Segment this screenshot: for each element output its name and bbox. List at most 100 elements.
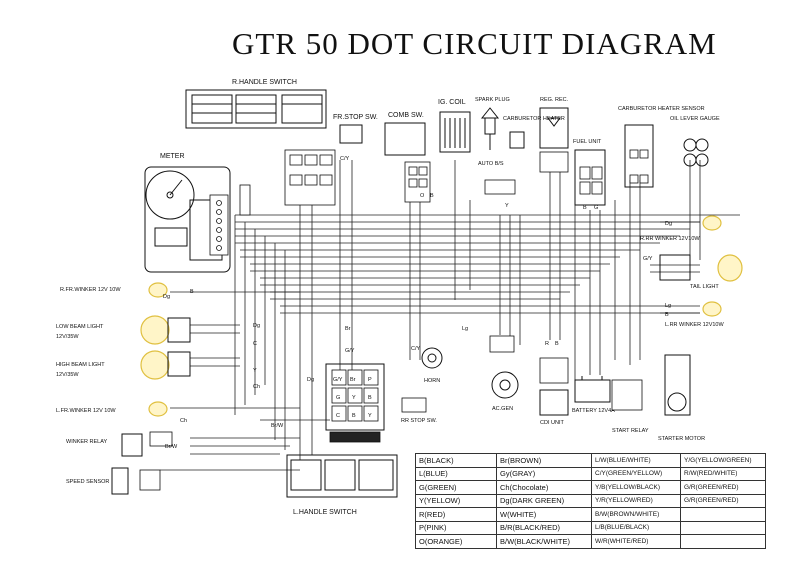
legend-row: O(ORANGE)B/W(BLACK/WHITE)W/R(WHITE/RED)	[415, 534, 766, 549]
fuel-unit-label: FUEL UNIT	[573, 139, 602, 145]
fr-stop-switch: FR.STOP SW. C/Y	[333, 114, 378, 162]
start-relay: START RELAY	[611, 379, 649, 434]
svg-text:RR STOP SW.: RR STOP SW.	[401, 418, 437, 424]
legend-row: B(BLACK)Br(BROWN)L/W(BLUE/WHITE)Y/G(YELL…	[415, 453, 766, 468]
svg-text:B: B	[352, 413, 356, 419]
low-beam-light: LOW BEAM LIGHT 12V/35W	[56, 315, 191, 345]
auto-bys: AUTO B/S	[478, 161, 516, 195]
legend-cell: Dg(DARK GREEN)	[496, 493, 592, 508]
svg-text:Lg: Lg	[462, 326, 468, 332]
svg-text:Lg: Lg	[665, 303, 671, 309]
svg-text:WINKER RELAY: WINKER RELAY	[66, 439, 107, 445]
legend-cell: L/B(BLUE/BLACK)	[591, 520, 681, 535]
legend-cell: L(BLUE)	[415, 466, 497, 481]
spark-plug-label: SPARK PLUG	[475, 97, 510, 103]
legend-cell: G/R(GREEN/RED)	[680, 480, 766, 495]
legend-cell: C/Y(GREEN/YELLOW)	[591, 466, 681, 481]
legend-cell: B/W(BLACK/WHITE)	[496, 534, 592, 549]
svg-text:G: G	[594, 205, 598, 211]
svg-text:AC.GEN: AC.GEN	[492, 406, 513, 412]
cdi-unit: CDI UNIT	[539, 357, 569, 426]
legend-row: P(PINK)B/R(BLACK/RED)L/B(BLUE/BLACK)	[415, 520, 766, 535]
meter: METER	[144, 153, 231, 273]
svg-text:Y: Y	[253, 368, 257, 374]
svg-text:B: B	[430, 193, 434, 199]
svg-text:Br: Br	[345, 326, 351, 332]
svg-text:R.FR.WINKER 12V 10W: R.FR.WINKER 12V 10W	[60, 287, 121, 293]
legend-cell: Gy(GRAY)	[496, 466, 592, 481]
rfr-winker: R.FR.WINKER 12V 10W	[60, 282, 168, 298]
battery: BATTERY 12V4A	[572, 376, 615, 414]
svg-text:G/Y: G/Y	[345, 348, 355, 354]
r-handle-switch-label: R.HANDLE SWITCH	[232, 79, 297, 86]
legend-row: R(RED)W(WHITE)B/W(BROWN/WHITE)	[415, 507, 766, 522]
wiring-harness	[160, 160, 740, 471]
legend-row: Y(YELLOW)Dg(DARK GREEN)Y/R(YELLOW/RED)G/…	[415, 493, 766, 508]
svg-text:B: B	[555, 341, 559, 347]
svg-text:Br/W: Br/W	[165, 444, 178, 450]
tail-light: TAIL LIGHT	[659, 254, 743, 290]
legend-cell: O(ORANGE)	[415, 534, 497, 549]
svg-text:Dg: Dg	[665, 221, 672, 227]
svg-text:Ch: Ch	[253, 384, 260, 390]
svg-text:Br/W: Br/W	[271, 423, 284, 429]
svg-text:HIGH BEAM LIGHT: HIGH BEAM LIGHT	[56, 362, 105, 368]
svg-text:G: G	[336, 395, 340, 401]
legend-cell: L/W(BLUE/WHITE)	[591, 453, 681, 468]
svg-text:AUTO B/S: AUTO B/S	[478, 161, 504, 167]
legend-cell: B(BLACK)	[415, 453, 497, 468]
svg-text:C: C	[336, 413, 340, 419]
winker-relay: WINKER RELAY	[66, 431, 173, 457]
legend-cell: Br(BROWN)	[496, 453, 592, 468]
svg-text:R.RR WINKER 12V10W: R.RR WINKER 12V10W	[640, 236, 700, 242]
svg-text:P: P	[368, 377, 372, 383]
diagram-title: GTR 50 DOT CIRCUIT DIAGRAM	[232, 26, 717, 61]
svg-text:B: B	[368, 395, 372, 401]
svg-text:HORN: HORN	[424, 378, 440, 384]
fr-stop-sw-label: FR.STOP SW.	[333, 114, 378, 121]
svg-text:Dg: Dg	[253, 323, 260, 329]
lrr-winker: L.RR WINKER 12V10W	[665, 301, 724, 328]
svg-text:Ch: Ch	[180, 418, 187, 424]
ig-coil: IG. COIL	[438, 99, 471, 153]
svg-text:12V/35W: 12V/35W	[56, 372, 79, 378]
legend-row: G(GREEN)Ch(Chocolate)Y/B(YELLOW/BLACK)G/…	[415, 480, 766, 495]
svg-text:L.RR WINKER 12V10W: L.RR WINKER 12V10W	[665, 322, 724, 328]
svg-text:TAIL LIGHT: TAIL LIGHT	[690, 284, 719, 290]
fuel-unit: FUEL UNIT	[573, 139, 606, 206]
reg-rec-label: REG. REC.	[540, 97, 569, 103]
svg-text:Y: Y	[352, 395, 356, 401]
svg-text:B: B	[190, 289, 194, 295]
l-handle-switch-label: L.HANDLE SWITCH	[293, 509, 357, 516]
svg-text:SPEED SENSOR: SPEED SENSOR	[66, 479, 109, 485]
svg-text:L.FR.WINKER 12V 10W: L.FR.WINKER 12V 10W	[56, 408, 116, 414]
legend-cell: Y(YELLOW)	[415, 493, 497, 508]
legend-cell: B/R(BLACK/RED)	[496, 520, 592, 535]
legend-cell: Y/R(YELLOW/RED)	[591, 493, 681, 508]
svg-text:R: R	[545, 341, 549, 347]
legend-cell	[680, 534, 766, 549]
legend-cell: Y/G(YELLOW/GREEN)	[680, 453, 766, 468]
carburetor-heater-sensor: CARBURETOR HEATER SENSOR	[618, 106, 705, 188]
svg-text:BATTERY 12V4A: BATTERY 12V4A	[572, 408, 615, 414]
legend-cell	[680, 507, 766, 522]
svg-text:Dg: Dg	[163, 294, 170, 300]
ac-generator: AC.GEN	[489, 335, 519, 412]
lfr-winker: L.FR.WINKER 12V 10W	[56, 401, 168, 417]
legend-cell: P(PINK)	[415, 520, 497, 535]
svg-text:CARBURETOR HEATER SENSOR: CARBURETOR HEATER SENSOR	[618, 106, 705, 112]
legend-cell: G(GREEN)	[415, 480, 497, 495]
l-handle-switch: L.HANDLE SWITCH	[286, 454, 398, 516]
svg-text:G/Y: G/Y	[643, 256, 653, 262]
oil-lever-gauge: OIL LEVER GAUGE	[670, 116, 720, 167]
starter-motor: STARTER MOTOR	[658, 354, 705, 442]
legend-cell: R(RED)	[415, 507, 497, 522]
high-beam-light: HIGH BEAM LIGHT 12V/35W	[56, 350, 191, 380]
svg-text:STARTER MOTOR: STARTER MOTOR	[658, 436, 705, 442]
rr-stop-switch: RR STOP SW.	[401, 397, 437, 424]
spark-plug: SPARK PLUG	[475, 97, 510, 150]
wire-labels: Dg B Dg C Y Ch Ch Br/W Br/W Dg Br G/Y C/…	[163, 193, 672, 450]
svg-text:G/Y: G/Y	[333, 377, 343, 383]
reg-rec: REG. REC.	[539, 97, 569, 173]
